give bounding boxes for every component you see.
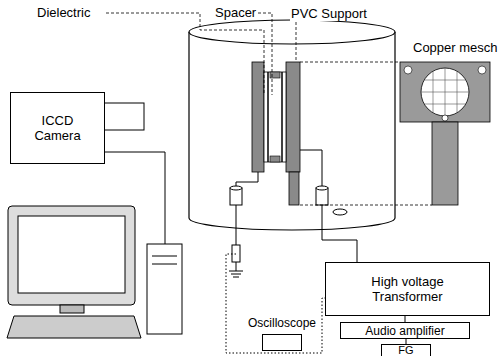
generator-box: FG (381, 344, 431, 356)
part-label: PVC Support (290, 6, 368, 21)
wire (236, 205, 237, 245)
part-label: Copper mesch (412, 40, 499, 55)
support-stem (289, 172, 299, 205)
leader-line (296, 22, 297, 62)
node-label: FG (398, 344, 413, 356)
dielectric-plate (281, 72, 283, 162)
feedthrough (230, 186, 242, 190)
feedthrough (230, 188, 242, 205)
node-label: Oscilloscope (248, 316, 316, 330)
chamber-top (189, 20, 395, 44)
scope-screen (262, 334, 302, 351)
mount-hole (404, 66, 412, 74)
electrode-stem (432, 122, 458, 205)
feedthrough (316, 186, 328, 190)
mount-hole (442, 115, 448, 121)
part-label: Spacer (214, 5, 257, 20)
port (333, 209, 347, 215)
probe-line (226, 254, 325, 353)
transformer-box: High voltage Transformer (325, 262, 490, 316)
monitor (8, 206, 135, 305)
part-label: Dielectric (36, 5, 91, 20)
leader-line (106, 13, 264, 95)
pvc-support (286, 62, 300, 172)
hv-wire (322, 205, 357, 262)
wire (236, 172, 258, 188)
projection-line (300, 62, 400, 63)
node-label: High voltage Transformer (366, 274, 449, 304)
camera-box: ICCD Camera (10, 92, 105, 164)
drive-slot (152, 264, 177, 265)
electrode-plate (400, 62, 490, 122)
leader-line (258, 13, 272, 95)
camera-lens (104, 103, 144, 130)
spacer (270, 156, 280, 162)
node-label: ICCD Camera (29, 113, 86, 143)
spacer (270, 72, 280, 78)
ground-symbol (229, 271, 243, 272)
mesh-grid (421, 68, 469, 116)
camera-cable (104, 152, 165, 244)
monitor-screen (18, 216, 125, 293)
computer-tower (147, 244, 182, 334)
keyboard (7, 316, 141, 338)
wire (236, 262, 237, 271)
drive-slot (152, 256, 177, 257)
vacuum-chamber (189, 32, 395, 230)
monitor-stand (60, 305, 84, 313)
mount-hole (478, 66, 486, 74)
ground-symbol (233, 277, 239, 278)
amplifier-box: Audio amplifier (340, 322, 470, 339)
dielectric-gap (264, 72, 286, 162)
oscilloscope: Oscilloscope (241, 316, 323, 356)
dielectric-plate (267, 72, 269, 162)
node-label: Audio amplifier (365, 324, 444, 338)
wire (300, 150, 322, 188)
feedthrough (316, 188, 328, 205)
projection-line (300, 205, 432, 206)
pvc-support (252, 62, 264, 172)
ground-symbol (231, 274, 241, 275)
copper-mesh (421, 68, 469, 116)
